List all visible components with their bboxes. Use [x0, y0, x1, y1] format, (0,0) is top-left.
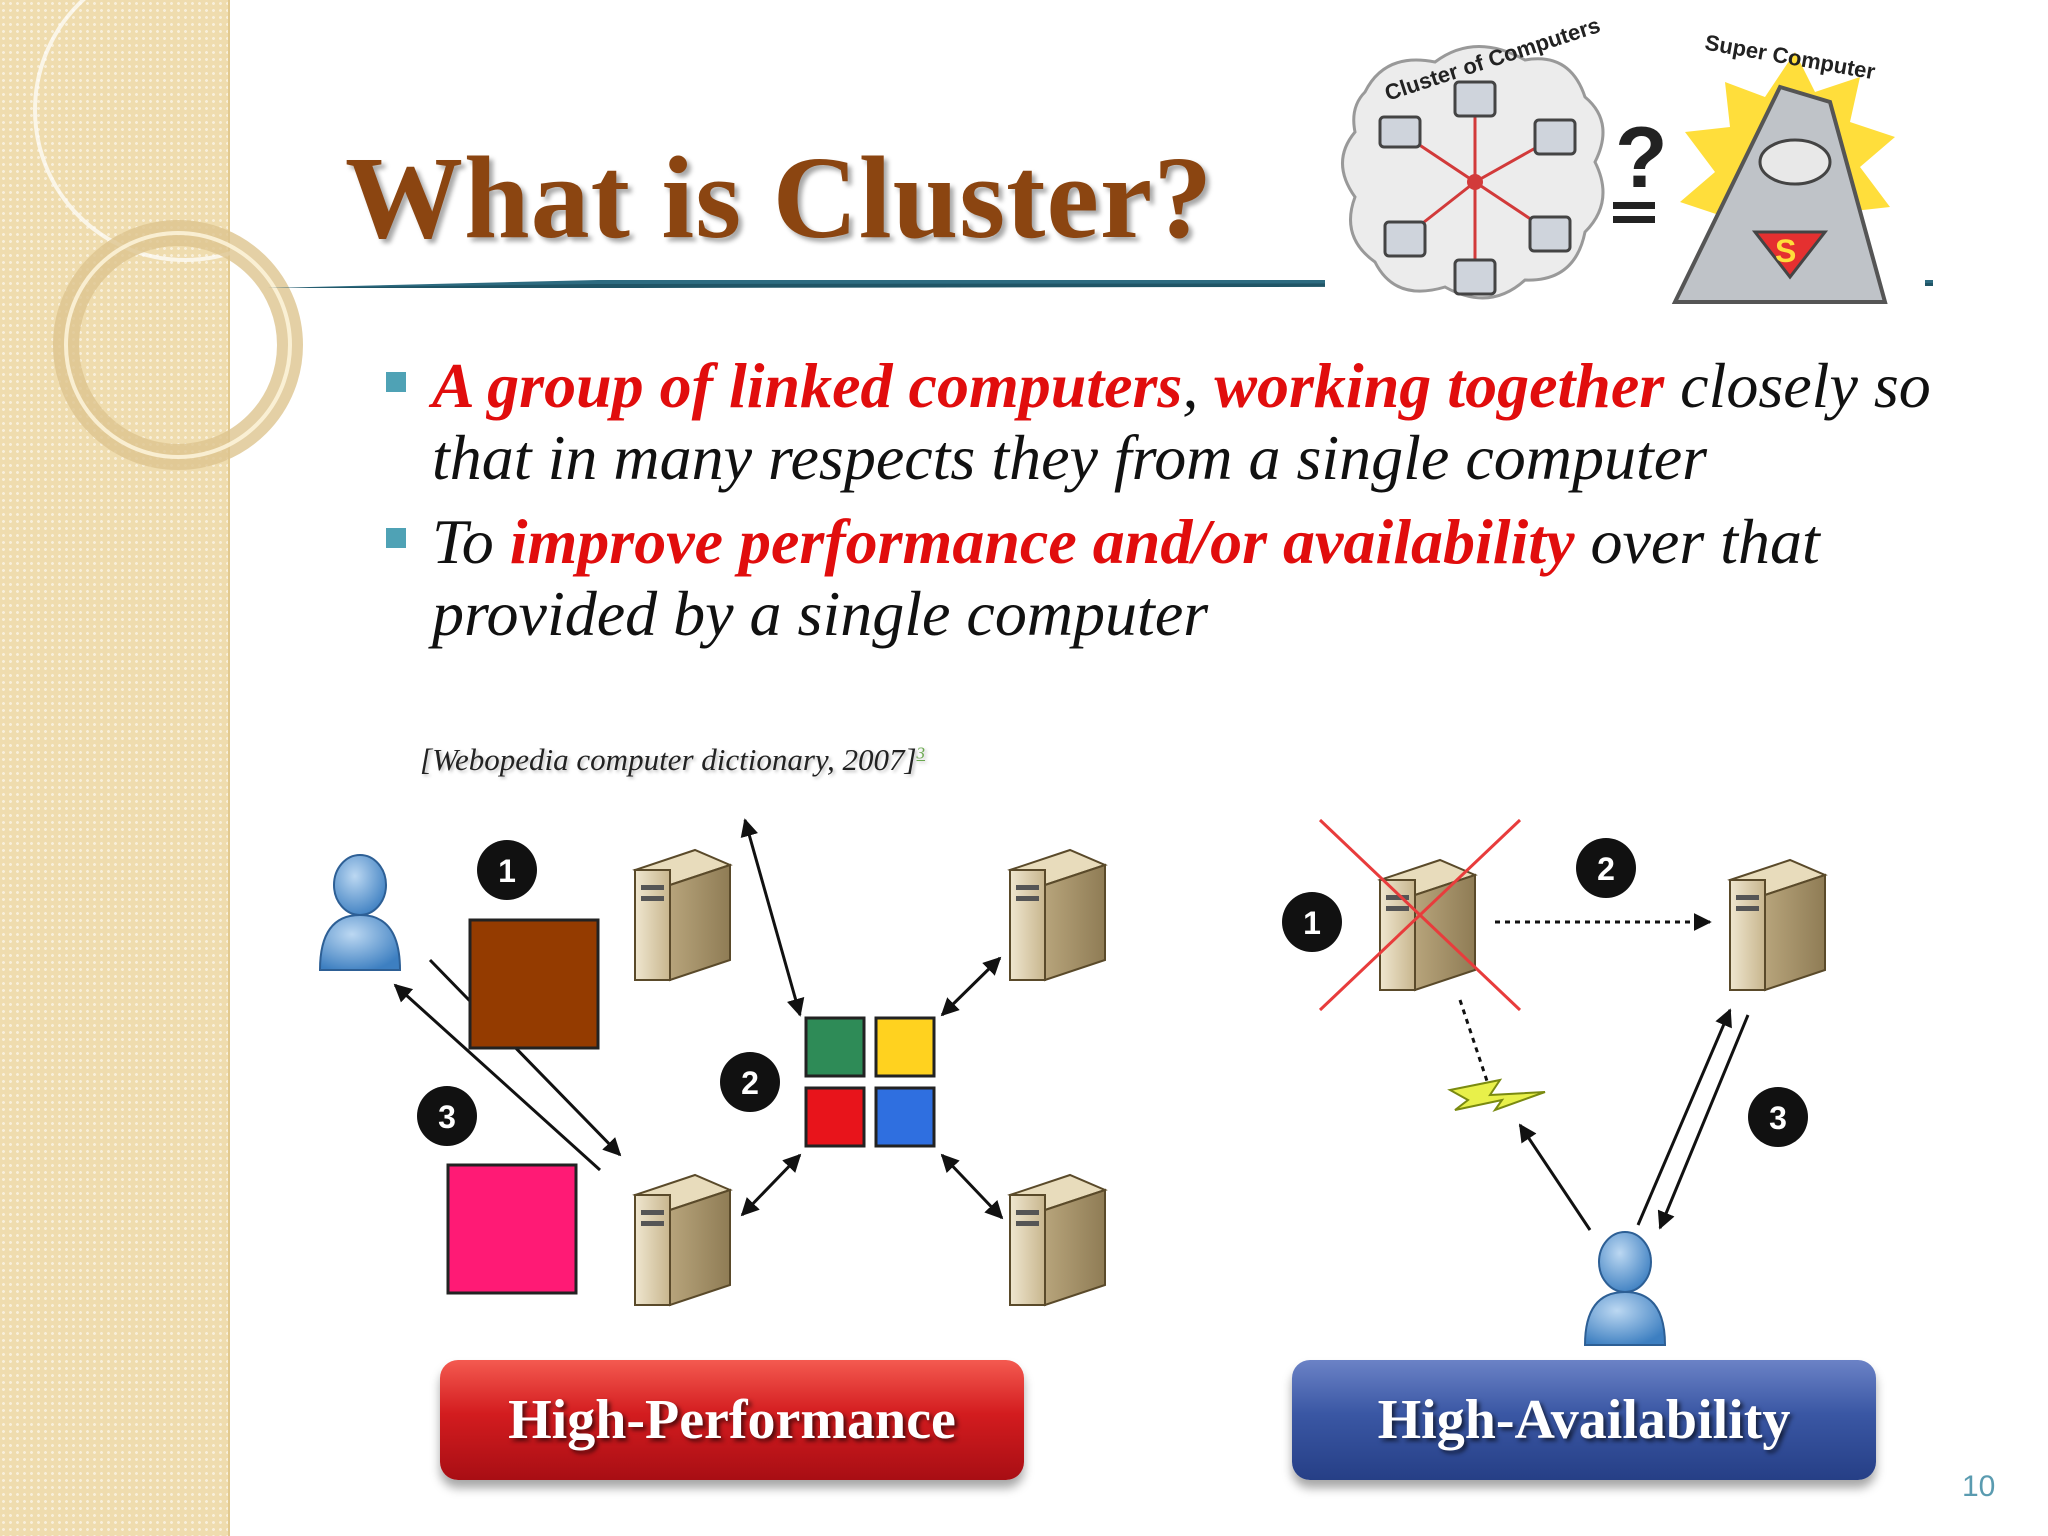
hp-step-3-badge: 3	[417, 1086, 477, 1146]
ha-standby-server-icon	[1727, 858, 1828, 992]
page-number: 10	[1962, 1470, 1996, 1503]
request-data-block	[468, 918, 600, 1050]
ha-step-3-label: 3	[1769, 1100, 1787, 1136]
ha-user-icon	[1583, 1231, 1667, 1346]
hp-server-icon	[632, 848, 733, 982]
bullet-1-part-1: A group of linked computers	[432, 350, 1183, 421]
hp-server-icon	[1007, 1173, 1108, 1307]
high-availability-label: High-Availability	[1292, 1360, 1876, 1480]
citation: [Webopedia computer dictionary, 2007]3	[420, 742, 925, 778]
slide-title: What is Cluster?	[345, 132, 1214, 263]
hp-step-3-label: 3	[438, 1099, 456, 1135]
bullet-2-part-2: improve performance and/or availability	[509, 506, 1575, 577]
user-icon	[318, 854, 402, 971]
cartoon-question-mark: ?	[1615, 110, 1668, 206]
task-grid	[804, 1016, 936, 1148]
ha-step-2-label: 2	[1597, 851, 1615, 887]
bullet-2-part-1: To	[432, 506, 510, 577]
broken-link-lightning-icon	[1447, 1078, 1546, 1113]
decorative-rings	[33, 0, 337, 470]
ha-step-3-badge: 3	[1748, 1087, 1808, 1147]
hp-server-icon	[1007, 848, 1108, 982]
bullet-1-part-3: working together	[1214, 350, 1665, 421]
bullet-2-part-3: over that provided by a single computer	[432, 506, 1820, 649]
ha-failed-server-icon	[1377, 858, 1478, 992]
citation-reference-link[interactable]: 3	[916, 743, 926, 763]
high-availability-diagram: 1 2 3	[1282, 818, 1828, 1346]
bullet-1-part-2: ,	[1182, 350, 1215, 421]
ha-step-1-badge: 1	[1282, 892, 1342, 952]
bullet-2: To improve performance and/or availabili…	[380, 506, 1940, 650]
hp-step-2-badge: 2	[720, 1052, 780, 1112]
citation-text: [Webopedia computer dictionary, 2007]	[420, 742, 917, 777]
response-data-block	[446, 1163, 578, 1295]
cartoon-emblem: S	[1775, 233, 1796, 269]
bullet-1-part-4: closely so that in many respects they fr…	[432, 350, 1931, 493]
ha-step-1-label: 1	[1303, 905, 1321, 941]
bullet-marker-icon	[386, 372, 406, 392]
bullet-list: A group of linked computers, working tog…	[380, 350, 1940, 662]
high-performance-diagram: 1 2 3	[318, 818, 1108, 1307]
cluster-vs-supercomputer-cartoon: Cluster of Computers ? S Super Computer	[1325, 12, 1925, 332]
ha-step-2-badge: 2	[1576, 838, 1636, 898]
failure-cross-icon	[1318, 818, 1522, 1012]
bullet-1: A group of linked computers, working tog…	[380, 350, 1940, 494]
hp-server-icon	[632, 1173, 733, 1307]
hp-step-2-label: 2	[741, 1065, 759, 1101]
bullet-marker-icon	[386, 528, 406, 548]
hp-step-1-label: 1	[498, 853, 516, 889]
high-performance-label: High-Performance	[440, 1360, 1024, 1480]
hp-step-1-badge: 1	[477, 840, 537, 900]
